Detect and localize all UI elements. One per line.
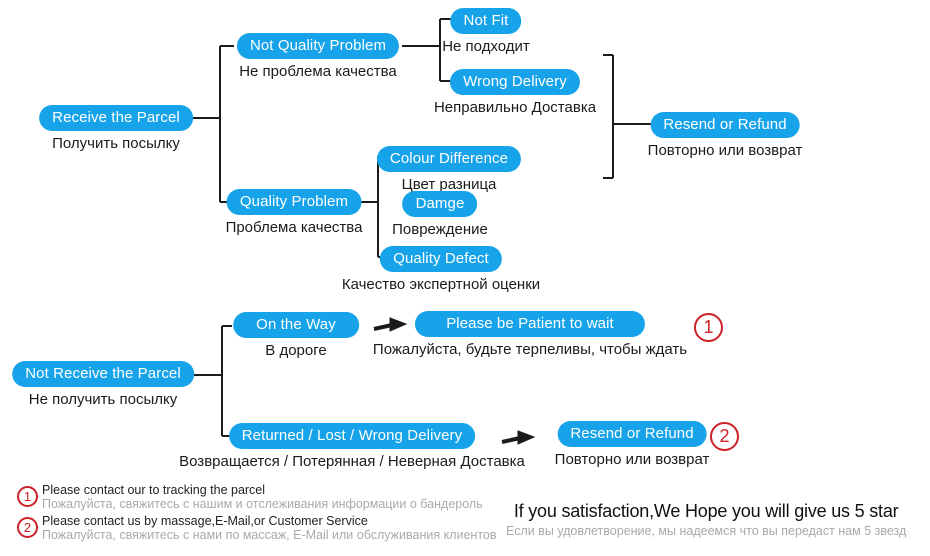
- footnote-2-ru: Пожалуйста, свяжитесь с нами по массаж, …: [42, 528, 497, 542]
- footnote-1-text: Please contact our to tracking the parce…: [42, 483, 483, 511]
- flow-box-on-the-way: On the Way: [233, 312, 359, 338]
- bracket-receive: [186, 45, 234, 203]
- flow-box-wrong-delivery: Wrong Delivery: [450, 69, 580, 95]
- node-on-the-way: On the Way В дороге: [233, 312, 359, 360]
- node-receive-the-parcel: Receive the Parcel Получить посылку: [39, 105, 193, 153]
- flow-label-quality-ru: Проблема качества: [225, 219, 363, 236]
- flow-label-colour-difference-ru: Цвет разница: [401, 176, 497, 193]
- node-resend-or-refund-bottom: Resend or Refund Повторно или возврат: [554, 421, 710, 469]
- flow-box-not-quality: Not Quality Problem: [236, 33, 400, 59]
- bracket-not-receive: [187, 325, 232, 437]
- flow-box-not-receive: Not Receive the Parcel: [12, 361, 194, 387]
- node-resend-or-refund-top: Resend or Refund Повторно или возврат: [647, 112, 803, 160]
- flow-label-resend-bottom-ru: Повторно или возврат: [554, 451, 710, 468]
- flow-box-quality: Quality Problem: [226, 189, 362, 215]
- footnote-2: 2 Please contact us by massage,E-Mail,or…: [17, 514, 497, 542]
- node-damge: Damge Повреждение: [392, 191, 488, 239]
- flow-label-quality-defect-ru: Качество экспертной оценки: [341, 276, 541, 293]
- satisfaction-note: If you satisfaction,We Hope you will giv…: [506, 501, 906, 538]
- bracket-merge-resend: [603, 54, 651, 179]
- satisfaction-ru: Если вы удовлетворение, мы надеемся что …: [506, 524, 907, 538]
- node-quality-defect: Quality Defect Качество экспертной оценк…: [342, 246, 540, 294]
- flow-box-be-patient: Please be Patient to wait: [415, 311, 645, 337]
- flow-label-damge-ru: Повреждение: [392, 221, 488, 238]
- node-wrong-delivery: Wrong Delivery Неправильно Доставка: [434, 69, 596, 117]
- flow-box-returned-lost: Returned / Lost / Wrong Delivery: [228, 423, 476, 449]
- node-not-quality-problem: Not Quality Problem Не проблема качества: [236, 33, 400, 81]
- node-not-fit: Not Fit Не подходит: [442, 8, 530, 56]
- flow-box-resend-top: Resend or Refund: [650, 112, 800, 138]
- footnote-2-text: Please contact us by massage,E-Mail,or C…: [42, 514, 497, 542]
- note-marker-2-icon: 2: [710, 422, 739, 451]
- arrow-on-the-way: [373, 317, 408, 332]
- flow-box-resend-bottom: Resend or Refund: [557, 421, 707, 447]
- flow-label-not-receive-ru: Не получить посылку: [28, 391, 178, 408]
- flow-box-damge: Damge: [402, 191, 478, 217]
- arrow-returned: [501, 430, 536, 445]
- flow-box-quality-defect: Quality Defect: [380, 246, 502, 272]
- node-please-be-patient: Please be Patient to wait Пожалуйста, бу…: [373, 311, 687, 359]
- node-not-receive-the-parcel: Not Receive the Parcel Не получить посыл…: [12, 361, 194, 409]
- flow-label-on-the-way-ru: В дороге: [265, 342, 327, 359]
- footnote-2-marker-icon: 2: [17, 517, 38, 538]
- flow-label-resend-top-ru: Повторно или возврат: [647, 142, 803, 159]
- flow-label-not-fit-ru: Не подходит: [442, 38, 530, 55]
- footnote-1-en: Please contact our to tracking the parce…: [42, 483, 266, 497]
- bracket-not-quality: [402, 18, 453, 82]
- flow-box-colour-difference: Colour Difference: [376, 146, 522, 172]
- flow-label-returned-lost-ru: Возвращается / Потерянная / Неверная Дос…: [179, 453, 525, 470]
- footnote-1-marker-icon: 1: [17, 486, 38, 507]
- footnote-2-en: Please contact us by massage,E-Mail,or C…: [42, 514, 368, 528]
- node-quality-problem: Quality Problem Проблема качества: [225, 189, 363, 237]
- bracket-quality: [358, 156, 387, 258]
- footnote-1-ru: Пожалуйста, свяжитесь с нашим и отслежив…: [42, 497, 483, 511]
- flow-label-wrong-delivery-ru: Неправильно Доставка: [433, 99, 597, 116]
- node-returned-lost-wrong-delivery: Returned / Lost / Wrong Delivery Возвращ…: [179, 423, 525, 471]
- flow-label-receive-ru: Получить посылку: [52, 135, 180, 152]
- flow-box-receive: Receive the Parcel: [39, 105, 193, 131]
- satisfaction-en: If you satisfaction,We Hope you will giv…: [513, 501, 899, 521]
- flow-label-be-patient-ru: Пожалуйста, будьте терпеливы, чтобы ждат…: [372, 341, 688, 358]
- footnote-1: 1 Please contact our to tracking the par…: [17, 483, 483, 511]
- note-marker-1-icon: 1: [694, 313, 723, 342]
- flow-box-not-fit: Not Fit: [450, 8, 522, 34]
- node-colour-difference: Colour Difference Цвет разница: [376, 146, 522, 194]
- flow-label-not-quality-ru: Не проблема качества: [239, 63, 397, 80]
